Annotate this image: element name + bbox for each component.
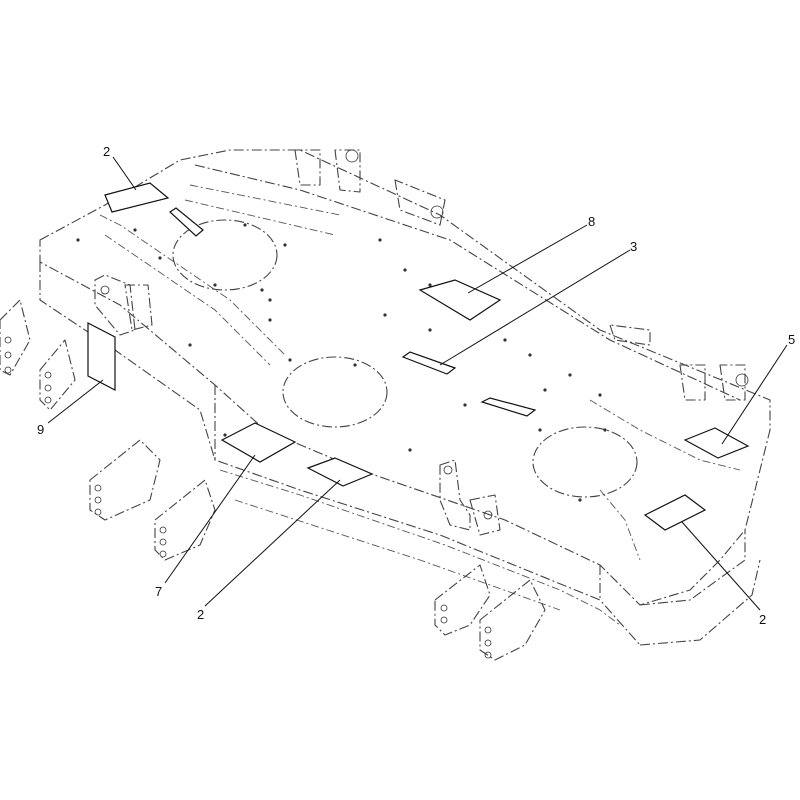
leader-lines <box>47 156 788 611</box>
callout-labels: 2 8 3 5 9 7 2 2 <box>37 144 795 627</box>
rear-lift-brackets <box>294 149 749 401</box>
deck-outline <box>39 149 771 646</box>
callout-2-top: 2 <box>103 144 110 159</box>
left-spindle-opening <box>172 219 278 291</box>
decal-3 <box>401 351 457 375</box>
decal-2-front <box>306 457 374 487</box>
decal-9 <box>87 322 116 391</box>
callout-2-front: 2 <box>197 607 204 622</box>
decals <box>87 182 750 531</box>
hitch-brackets <box>0 274 546 661</box>
decal-2-right <box>643 494 707 531</box>
decal-small-top <box>169 207 204 237</box>
callout-7: 7 <box>155 584 162 599</box>
bolt-holes <box>76 223 607 502</box>
decal-center-small <box>480 397 537 417</box>
blade-openings <box>172 219 638 498</box>
decal-2-top-left <box>104 182 170 213</box>
decal-7 <box>220 422 297 463</box>
callout-8: 8 <box>588 214 595 229</box>
callout-9: 9 <box>37 422 44 437</box>
decal-8 <box>418 279 502 321</box>
right-spindle-opening <box>532 426 638 498</box>
decal-5 <box>683 427 750 459</box>
center-spindle-opening <box>282 356 388 428</box>
callout-5: 5 <box>788 332 795 347</box>
callout-2-right: 2 <box>759 612 766 627</box>
callout-3: 3 <box>630 239 637 254</box>
